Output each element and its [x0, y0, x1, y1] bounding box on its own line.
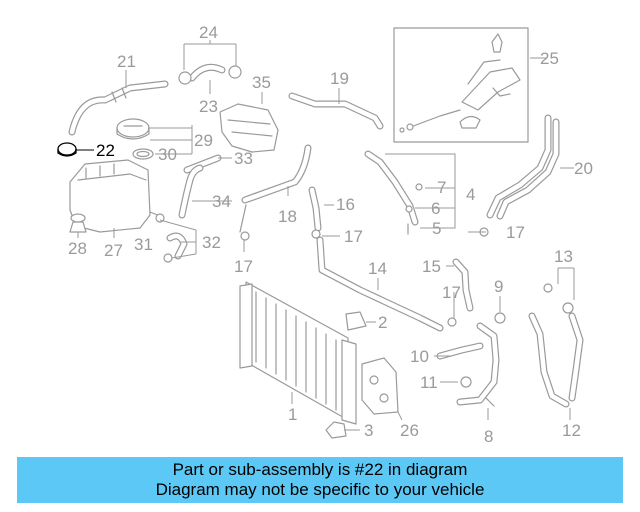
banner-line-1: Part or sub-assembly is #22 in diagram [172, 460, 468, 479]
callout-18: 18 [278, 207, 297, 226]
hose-8-illustration [456, 322, 500, 407]
callout-17-center: 17 [344, 227, 363, 246]
callout-7: 7 [437, 178, 446, 197]
hose-10-illustration [436, 342, 484, 388]
callout-14: 14 [368, 259, 387, 278]
bracket-26-illustration [361, 357, 399, 415]
callout-3: 3 [364, 421, 373, 440]
callout-16: 16 [336, 195, 355, 214]
clamp-17-illustration [240, 227, 489, 327]
callout-2: 2 [378, 313, 387, 332]
callout-17-right: 17 [506, 223, 525, 242]
hose-34-illustration [178, 164, 204, 219]
banner-line-2: Diagram may not be specific to your vehi… [155, 480, 485, 499]
hose-33-illustration [183, 154, 222, 174]
callout-17-lower: 17 [442, 283, 461, 302]
pipe-4-illustration [364, 150, 423, 235]
callout-6: 6 [431, 199, 440, 218]
callout-23: 23 [199, 97, 218, 116]
leader-lines [76, 40, 575, 431]
callout-29: 29 [194, 131, 213, 150]
bracket-2-illustration [345, 311, 367, 331]
callout-30: 30 [158, 145, 177, 164]
callout-1: 1 [288, 405, 297, 424]
callout-17-left: 17 [234, 257, 253, 276]
hose-21-illustration [68, 80, 169, 136]
hose-12-illustration [528, 283, 584, 408]
pipe-20-illustration [486, 114, 560, 220]
callout-35: 35 [252, 73, 271, 92]
callout-20: 20 [574, 159, 593, 178]
callout-21: 21 [117, 52, 136, 71]
mount-3-illustration [325, 421, 347, 439]
callout-28: 28 [68, 239, 87, 258]
callout-31: 31 [134, 235, 153, 254]
reservoir-cap-22-illustration [57, 142, 77, 157]
callout-19: 19 [330, 69, 349, 88]
radiator-1-illustration [239, 281, 357, 425]
parts-diagram: 24 21 35 23 19 25 29 22 30 33 20 7 4 34 … [57, 23, 593, 446]
pipe-18-illustration [239, 144, 312, 233]
coolant-reservoir-illustration [69, 159, 161, 233]
callout-5: 5 [432, 219, 441, 238]
callout-11: 11 [420, 373, 438, 392]
pipe-19-illustration [288, 92, 384, 130]
reservoir-35-illustration [219, 103, 279, 153]
info-banner: Part or sub-assembly is #22 in diagram D… [17, 457, 623, 503]
pipe-14-illustration [316, 236, 444, 332]
callout-9: 9 [494, 277, 503, 296]
callout-33: 33 [234, 149, 253, 168]
callout-25: 25 [540, 49, 559, 68]
cap-29-illustration [116, 118, 150, 140]
callout-4: 4 [466, 185, 475, 204]
hose-15-illustration [452, 258, 474, 312]
callout-8: 8 [484, 427, 493, 446]
cap-28-illustration [69, 213, 87, 233]
callout-12: 12 [562, 421, 581, 440]
callout-34: 34 [212, 192, 231, 211]
callout-13: 13 [554, 247, 573, 266]
hose-16-illustration [308, 186, 322, 232]
callout-10: 10 [410, 347, 429, 366]
seal-30-illustration [132, 148, 154, 160]
hose-23-illustration [178, 63, 242, 85]
callout-26: 26 [400, 421, 419, 440]
callout-numbers: 24 21 35 23 19 25 29 22 30 33 20 7 4 34 … [68, 23, 593, 446]
callout-24: 24 [199, 23, 218, 42]
sub-assembly-25-illustration [393, 27, 529, 143]
callout-22: 22 [96, 141, 115, 160]
clamp-9-illustration [494, 312, 506, 324]
hose-31-illustration [155, 213, 188, 263]
callout-27: 27 [104, 241, 123, 260]
callout-32: 32 [202, 233, 221, 252]
callout-15: 15 [422, 257, 441, 276]
